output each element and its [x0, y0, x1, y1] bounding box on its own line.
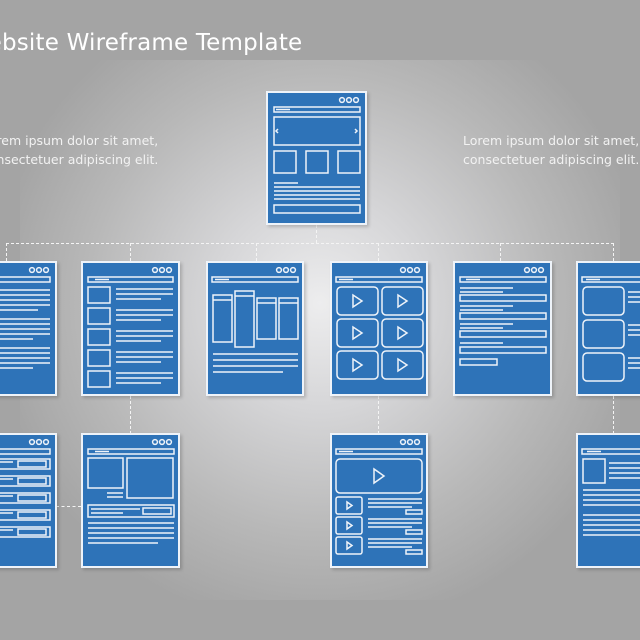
three-dots-icon [28, 266, 50, 274]
play-icon [352, 357, 364, 373]
wireframe-thumbnail-list[interactable] [81, 261, 180, 396]
connector [613, 396, 614, 434]
play-icon [346, 500, 354, 511]
connector [378, 243, 379, 261]
three-dots-icon [28, 438, 50, 446]
description-line: consectetuer adipiscing elit. [0, 152, 159, 167]
three-dots-icon [399, 266, 421, 274]
wireframe-media-list[interactable] [576, 261, 640, 396]
form-list-layout [0, 438, 51, 538]
gallery-columns-layout [211, 266, 299, 373]
three-dots-icon [151, 266, 173, 274]
chevron-icons [274, 128, 359, 134]
three-dots-icon [523, 266, 545, 274]
connector [56, 506, 81, 507]
connector [378, 396, 379, 434]
connector [613, 243, 614, 261]
three-dots-icon [399, 438, 421, 446]
connector [316, 225, 317, 243]
play-icon [346, 540, 354, 551]
three-dots-icon [338, 96, 360, 104]
thumbnail-list-layout [87, 266, 174, 388]
description-line: Lorem ipsum dolor sit amet, [463, 133, 640, 148]
description-line: Lorem ipsum dolor sit amet, [0, 133, 159, 148]
description-right: Lorem ipsum dolor sit amet, consectetuer… [463, 131, 639, 169]
wireframe-text-article[interactable] [0, 261, 57, 396]
play-icon [373, 467, 386, 485]
three-dots-icon [275, 266, 297, 274]
three-dots-icon [151, 438, 173, 446]
home-page-layout [273, 96, 361, 214]
wireframe-profile-article[interactable] [576, 433, 640, 568]
wireframe-video-player[interactable] [330, 433, 428, 568]
play-icon [397, 357, 409, 373]
media-list-layout [581, 276, 640, 382]
connector [256, 243, 257, 261]
wireframe-product-detail[interactable] [81, 433, 180, 568]
profile-article-layout [581, 448, 640, 536]
play-icon [346, 520, 354, 531]
connector [500, 243, 501, 261]
video-grid-layout [335, 266, 424, 380]
description-line: consectetuer adipiscing elit. [463, 152, 640, 167]
page-title: Website Wireframe Template [0, 30, 303, 56]
form-page-layout [459, 266, 547, 366]
connector [6, 243, 614, 244]
product-detail-layout [87, 438, 175, 544]
wireframe-video-grid[interactable] [330, 261, 428, 396]
play-icon [352, 325, 364, 341]
wireframe-form-list[interactable] [0, 433, 57, 568]
play-icon [397, 293, 409, 309]
connector [130, 243, 131, 261]
wireframe-home-page[interactable] [266, 91, 367, 225]
description-left: Lorem ipsum dolor sit amet, consectetuer… [0, 131, 158, 169]
connector [130, 396, 131, 434]
connector [6, 243, 7, 261]
wireframe-gallery-columns[interactable] [206, 261, 304, 396]
wireframe-form-page[interactable] [453, 261, 552, 396]
video-player-layout [335, 438, 423, 555]
text-article-layout [0, 266, 51, 369]
play-icon [352, 293, 364, 309]
play-icon [397, 325, 409, 341]
